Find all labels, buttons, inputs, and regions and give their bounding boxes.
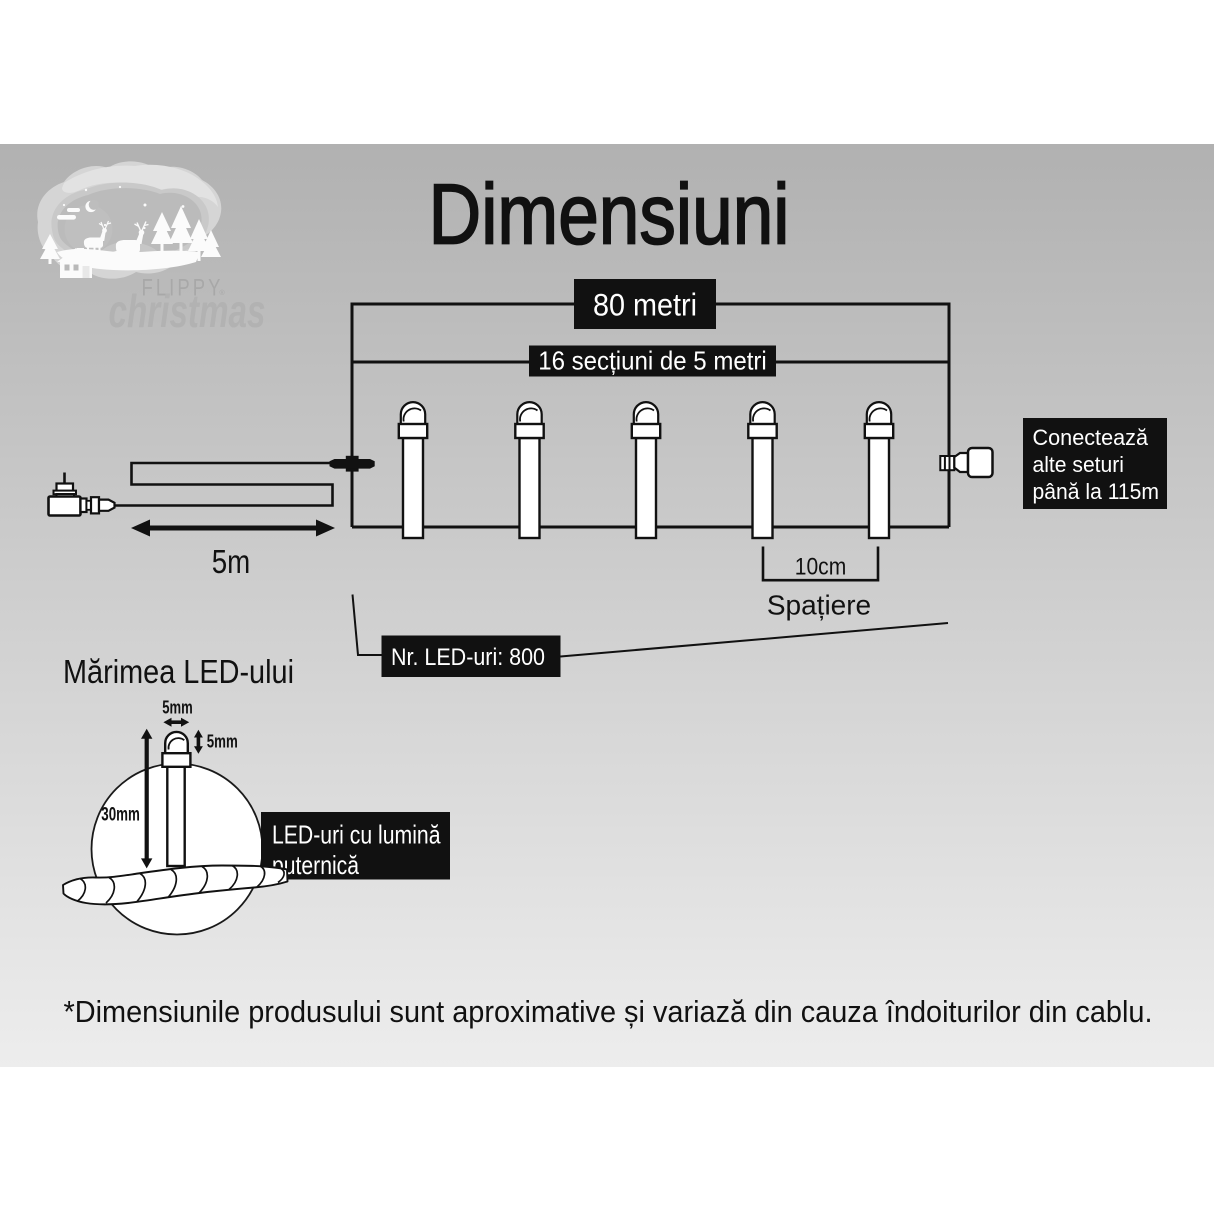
svg-text:LED-uri cu lumină: LED-uri cu lumină	[272, 820, 441, 850]
svg-text:până la 115m: până la 115m	[1033, 479, 1160, 504]
svg-text:16 secțiuni de 5 metri: 16 secțiuni de 5 metri	[538, 346, 767, 376]
svg-text:Mărimea LED-ului: Mărimea LED-ului	[63, 653, 294, 690]
svg-text:Nr. LED-uri: 800: Nr. LED-uri: 800	[391, 644, 545, 671]
svg-text:alte seturi: alte seturi	[1033, 452, 1125, 477]
svg-text:5mm: 5mm	[207, 731, 238, 752]
svg-text:5mm: 5mm	[162, 697, 193, 718]
svg-text:FLIPPY: FLIPPY	[142, 275, 224, 302]
svg-text:Conectează: Conectează	[1033, 425, 1149, 450]
svg-text:10cm: 10cm	[795, 554, 847, 581]
svg-text:*Dimensiunile produsului sunt: *Dimensiunile produsului sunt aproximati…	[64, 995, 1153, 1029]
svg-text:®: ®	[220, 289, 226, 297]
svg-text:Dimensiuni: Dimensiuni	[429, 168, 790, 263]
svg-text:christmas: christmas	[109, 285, 266, 337]
svg-text:80 metri: 80 metri	[593, 287, 697, 323]
svg-text:Spațiere: Spațiere	[767, 590, 871, 621]
svg-text:5m: 5m	[212, 543, 251, 580]
svg-text:30mm: 30mm	[101, 805, 140, 826]
